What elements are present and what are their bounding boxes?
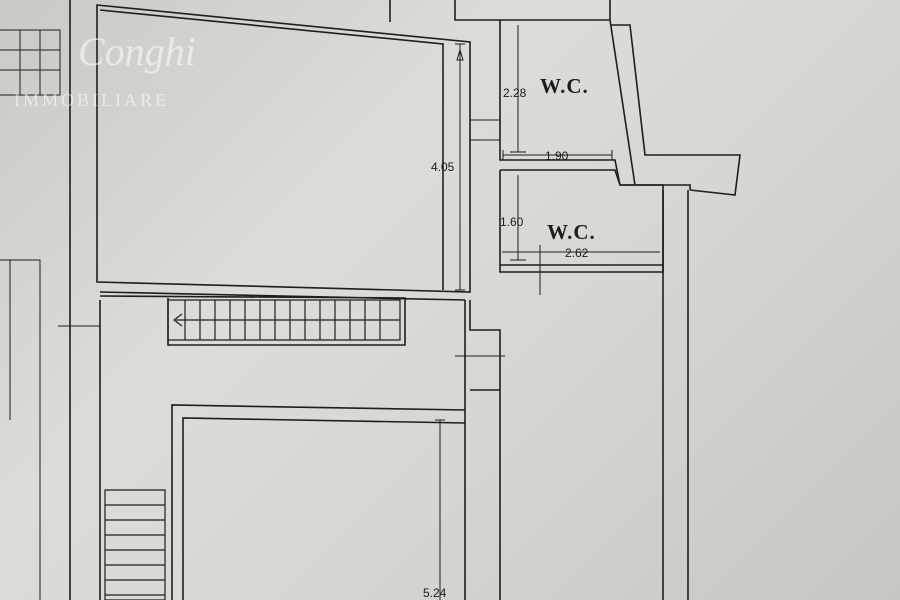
right-wall [662, 190, 689, 600]
wc-upper-walls [499, 19, 691, 190]
left-edge-stairs [0, 29, 61, 600]
dim-room-lower-height: 5.24 [423, 586, 447, 600]
wc-upper-outer [610, 24, 741, 196]
stairs-upper [167, 299, 401, 341]
corridor-wall [469, 300, 501, 600]
stairs-lower [104, 489, 166, 600]
left-outer-wall [69, 0, 101, 600]
dim-wc-lower-height: 1.60 [500, 215, 524, 229]
dimension-lines [58, 25, 660, 600]
wc-lower-walls [499, 169, 664, 273]
top-wall [389, 0, 611, 22]
dim-room-upper-height: 4.05 [431, 160, 455, 174]
dim-wc-lower-width: 2.62 [565, 246, 589, 260]
watermark-brand: Conghi [78, 29, 196, 74]
room-upper-left-inner [99, 9, 444, 290]
room-label-wc-upper: W.C. [540, 74, 589, 98]
room-upper-left [96, 4, 471, 293]
dim-wc-upper-width: 1.90 [545, 149, 569, 163]
room-lower [171, 404, 466, 600]
watermark-subtitle: IMMOBILIARE [14, 90, 169, 110]
room-label-wc-lower: W.C. [547, 220, 596, 244]
dim-wc-upper-height: 2.28 [503, 86, 527, 100]
